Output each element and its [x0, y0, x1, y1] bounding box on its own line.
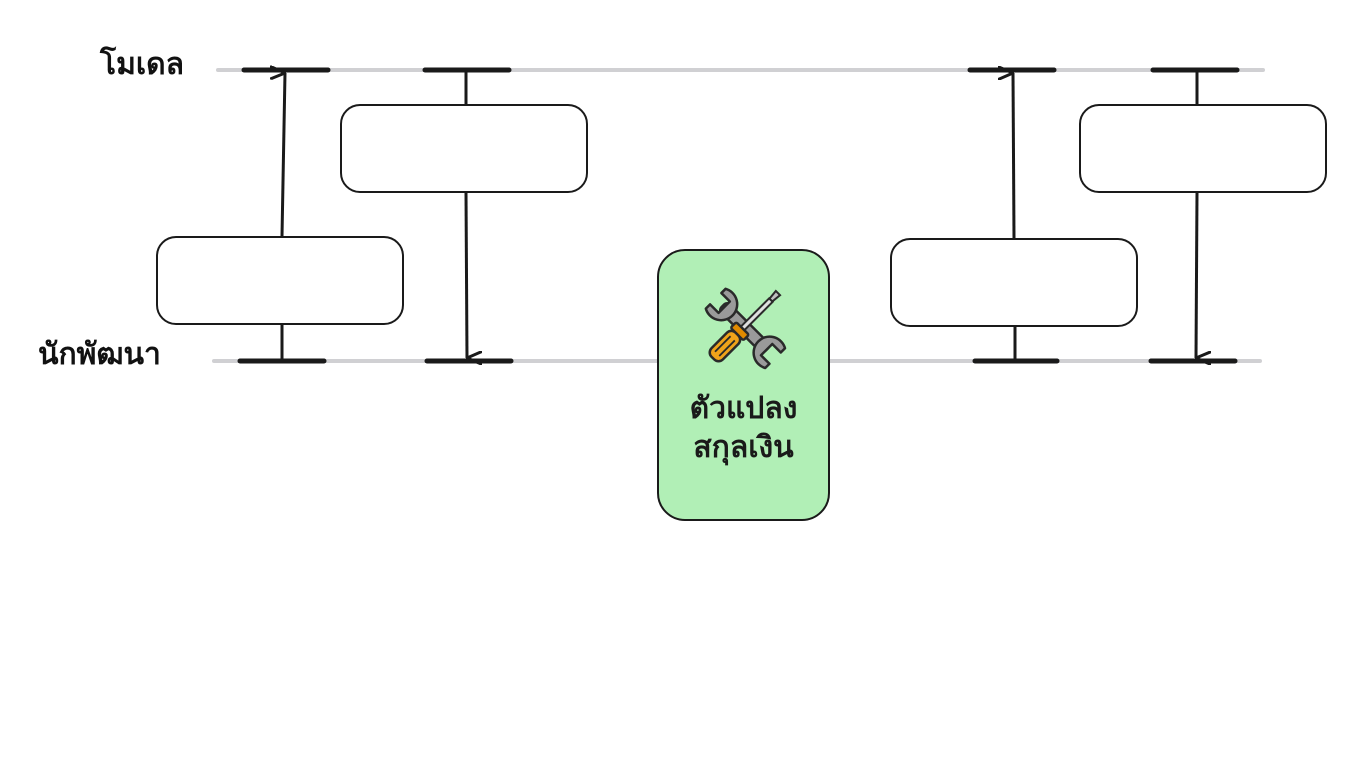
model-lane-label: โมเดล — [100, 47, 185, 82]
message-arrow-down — [1194, 192, 1197, 358]
tool-title-line: สกุลเงิน — [693, 430, 794, 465]
message-box — [340, 104, 588, 193]
message-arrow-up — [1013, 73, 1016, 239]
message-arrow-up — [282, 73, 287, 237]
message-box — [156, 236, 404, 325]
message-box — [890, 238, 1138, 327]
message-box — [1079, 104, 1327, 193]
tool-title-line: ตัวแปลง — [689, 391, 798, 426]
message-arrow-down — [464, 192, 467, 358]
currency-converter-tool-card: ตัวแปลง สกุลเงิน — [657, 249, 830, 521]
developer-lane-label: นักพัฒนา — [38, 337, 161, 372]
tool-title: ตัวแปลง สกุลเงิน — [659, 389, 828, 467]
wrench-screwdriver-icon — [704, 287, 787, 370]
